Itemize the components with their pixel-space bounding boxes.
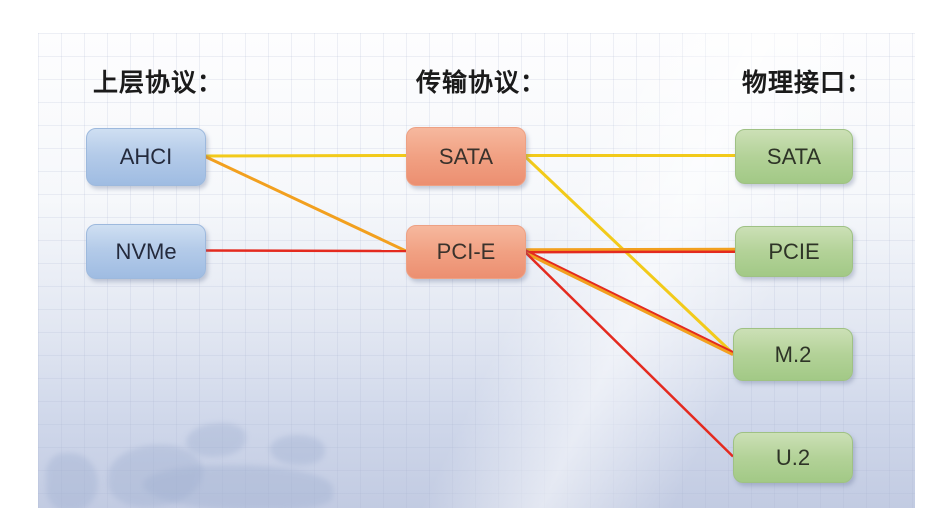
column-heading-physical-interface: 物理接口： [742, 69, 873, 97]
node-u2-physical: U.2 [733, 432, 853, 483]
node-ahci: AHCI [86, 128, 206, 186]
node-pcie-transport: PCI-E [406, 225, 526, 279]
node-sata-transport: SATA [406, 127, 526, 186]
node-m2-physical: M.2 [733, 328, 853, 381]
column-heading-upper-protocol: 上层协议： [93, 69, 224, 97]
node-sata-physical: SATA [735, 129, 853, 184]
node-nvme: NVMe [86, 224, 206, 279]
node-pcie-physical: PCIE [735, 226, 853, 277]
column-heading-transport-protocol: 传输协议： [416, 69, 547, 97]
